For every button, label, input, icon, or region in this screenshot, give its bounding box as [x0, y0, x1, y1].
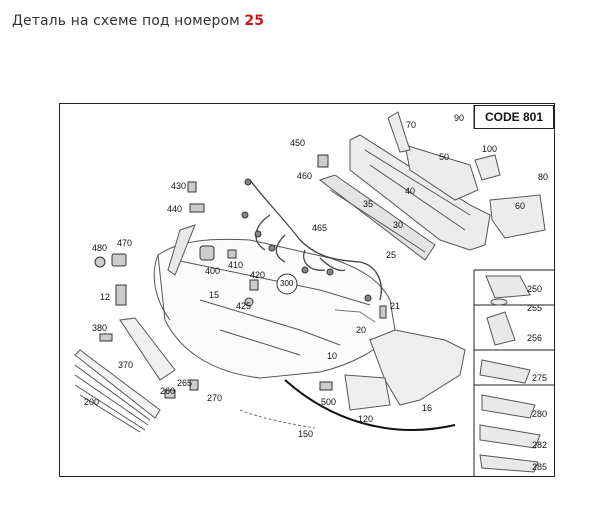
label-500: 500: [321, 397, 337, 407]
bumper-cover-shape: [153, 238, 396, 379]
label-300: 300: [280, 279, 294, 288]
label-250: 250: [527, 284, 543, 294]
bracket-70-shape: [387, 111, 411, 153]
label-40: 40: [405, 186, 416, 196]
code-label: CODE 801: [484, 110, 544, 124]
label-25: 25: [386, 250, 397, 260]
label-280: 280: [532, 409, 548, 419]
label-255: 255: [527, 303, 543, 313]
page-heading: Деталь на схеме под номером 25: [12, 13, 264, 29]
label-420: 420: [250, 270, 266, 280]
panel-parts: [479, 275, 541, 473]
label-90: 90: [454, 113, 465, 123]
label-460: 460: [297, 171, 313, 181]
strip-150-shape: [239, 409, 316, 429]
label-21: 21: [390, 301, 401, 311]
bumper-beam-shape: [349, 134, 491, 251]
label-256: 256: [527, 333, 543, 343]
label-120: 120: [358, 414, 374, 424]
heading-prefix: Деталь на схеме под номером: [12, 13, 240, 29]
label-282: 282: [532, 440, 548, 450]
side-bracket-16-shape: [369, 329, 466, 406]
grille-shape: [74, 349, 161, 433]
label-470: 470: [117, 238, 133, 248]
label-465: 465: [312, 223, 328, 233]
label-285: 285: [532, 462, 548, 472]
label-200: 200: [84, 397, 100, 407]
label-410: 410: [228, 260, 244, 270]
bracket-right-shape: [489, 194, 546, 239]
sensor-plugs: [241, 178, 372, 302]
liner-120-shape: [344, 374, 391, 411]
label-400: 400: [205, 266, 221, 276]
label-150: 150: [298, 429, 314, 439]
label-430: 430: [171, 181, 187, 191]
callout-300-ring: [276, 273, 298, 295]
clip-100-shape: [474, 154, 501, 181]
label-16: 16: [422, 403, 433, 413]
strip-20-shape: [334, 309, 376, 323]
label-60: 60: [515, 201, 526, 211]
label-270: 270: [207, 393, 223, 403]
label-425: 425: [236, 301, 252, 311]
absorber-shape: [318, 174, 436, 261]
label-30: 30: [393, 220, 404, 230]
label-450: 450: [290, 138, 306, 148]
label-35: 35: [363, 199, 374, 209]
highlight-arrow-line: [284, 379, 456, 431]
label-370: 370: [118, 360, 134, 370]
code-box: CODE 801: [474, 105, 554, 129]
label-380: 380: [92, 323, 108, 333]
label-275: 275: [532, 373, 548, 383]
small-parts: [94, 154, 387, 399]
heading-part-number: 25: [244, 13, 265, 29]
side-strip-shape: [167, 224, 196, 276]
label-265: 265: [177, 378, 193, 388]
label-15: 15: [209, 290, 220, 300]
bracket-top-shape: [404, 144, 479, 201]
label-12: 12: [100, 292, 111, 302]
label-100: 100: [482, 144, 498, 154]
label-20: 20: [356, 325, 367, 335]
plate-holder-shape: [119, 317, 176, 381]
label-70: 70: [406, 120, 417, 130]
label-260: 260: [160, 386, 176, 396]
label-440: 440: [167, 204, 183, 214]
label-10: 10: [327, 351, 338, 361]
label-80: 80: [538, 172, 549, 182]
label-50: 50: [439, 152, 450, 162]
label-480: 480: [92, 243, 108, 253]
